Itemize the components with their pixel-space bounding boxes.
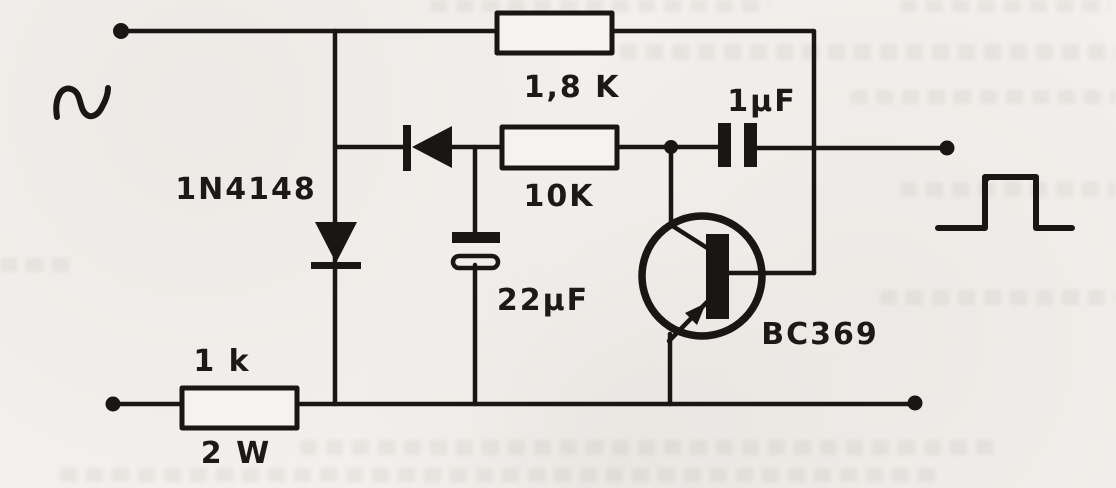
transistor-body <box>638 212 766 340</box>
square-wave-corner-dot <box>982 174 990 182</box>
resistor-10k-body <box>499 124 620 171</box>
series-diode-cathode-bar <box>403 125 411 171</box>
input-terminal-top-dot <box>113 23 129 39</box>
ground-terminal-dot <box>907 395 923 411</box>
resistor-1k-power-label: 2 W <box>201 436 271 471</box>
coupling-cap-label: 1µF <box>727 84 796 119</box>
coupling-cap-right-plate <box>744 123 757 167</box>
filter-cap-label: 22µF <box>497 283 589 318</box>
resistor-1k8-label: 1,8 K <box>524 70 621 105</box>
output-terminal-dot <box>939 140 955 156</box>
resistor-1k-value-label: 1 k <box>193 344 250 379</box>
filter-cap-positive-plate <box>452 232 500 243</box>
collector-wire <box>668 144 715 254</box>
resistor-1k8-body <box>494 10 615 56</box>
clamp-diode-triangle <box>315 222 357 263</box>
collector-junction-dot <box>664 140 678 154</box>
top-rail-wire-right <box>609 28 817 276</box>
clamp-diode-label: 1N4148 <box>175 172 316 207</box>
input-terminal-bottom-dot <box>105 396 121 412</box>
transistor-label: BC369 <box>761 317 879 352</box>
transistor-base-bar <box>706 234 729 319</box>
emitter-arrow <box>685 303 706 325</box>
sine-wave-icon <box>53 85 111 120</box>
clamp-diode-cathode-bar <box>311 262 361 269</box>
filter-cap-negative-plate <box>450 253 501 271</box>
series-diode-triangle <box>412 126 452 168</box>
coupling-cap-left-plate <box>718 123 731 167</box>
resistor-1k-body <box>179 385 300 431</box>
resistor-10k-label: 10K <box>524 179 595 214</box>
square-wave-icon <box>935 174 1075 231</box>
